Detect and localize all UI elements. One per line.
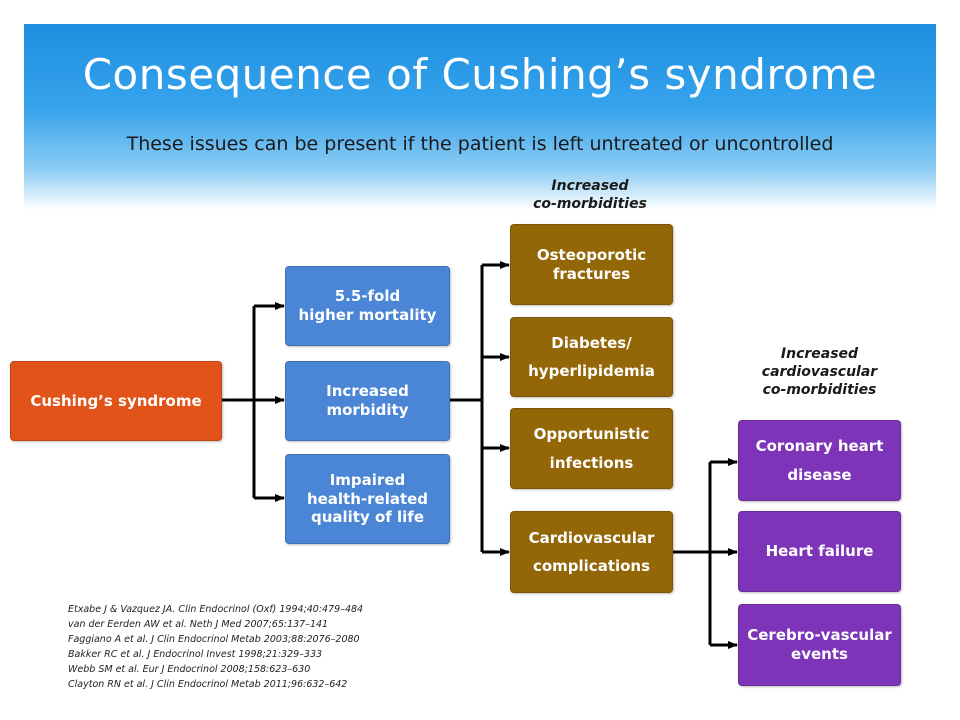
references-list: Etxabe J & Vazquez JA. Clin Endocrinol (…: [68, 602, 488, 692]
reference-item: Clayton RN et al. J Clin Endocrinol Meta…: [68, 679, 348, 690]
node-coronary-heart-disease: Coronary heart disease: [738, 420, 901, 501]
reference-item: Etxabe J & Vazquez JA. Clin Endocrinol (…: [68, 604, 364, 615]
node-impaired-quality-of-life-label: Impaired health-related quality of life: [306, 470, 429, 527]
node-osteoporotic-fractures-label: Osteoporotic fractures: [536, 245, 647, 283]
node-cerebro-vascular-events: Cerebro-vascular events: [738, 604, 901, 686]
slide-subtitle: These issues can be present if the patie…: [126, 133, 834, 155]
label-increased-comorbidities: Increased co-morbidities: [533, 178, 647, 212]
node-cerebro-vascular-events-label: Cerebro-vascular events: [747, 626, 892, 663]
node-increased-morbidity: Increased morbidity: [285, 361, 450, 441]
node-higher-mortality: 5.5-fold higher mortality: [285, 266, 450, 346]
reference-item: van der Eerden AW et al. Neth J Med 2007…: [68, 619, 329, 630]
reference-item: Bakker RC et al. J Endocrinol Invest 199…: [68, 649, 323, 660]
node-cushings-syndrome: Cushing’s syndrome: [10, 361, 222, 441]
node-diabetes-hyperlipidemia: Diabetes/ hyperlipidemia: [510, 317, 673, 397]
node-cushings-syndrome-label: Cushing’s syndrome: [30, 391, 202, 410]
node-diabetes-hyperlipidemia-label: Diabetes/ hyperlipidemia: [528, 333, 655, 381]
reference-item: Faggiano A et al. J Clin Endocrinol Meta…: [68, 634, 360, 645]
node-higher-mortality-label: 5.5-fold higher mortality: [298, 287, 437, 324]
node-cardiovascular-complications-label: Cardiovascular complications: [528, 528, 655, 576]
node-opportunistic-infections-label: Opportunistic infections: [533, 425, 650, 472]
reference-item: Webb SM et al. Eur J Endocrinol 2008;158…: [68, 664, 311, 675]
label-increased-cardiovascular-comorbidities: Increased cardiovascular co-morbidities: [761, 346, 878, 399]
node-heart-failure: Heart failure: [738, 511, 901, 592]
node-coronary-heart-disease-label: Coronary heart disease: [755, 437, 884, 484]
node-heart-failure-label: Heart failure: [765, 542, 874, 561]
node-osteoporotic-fractures: Osteoporotic fractures: [510, 224, 673, 305]
node-cardiovascular-complications: Cardiovascular complications: [510, 511, 673, 593]
node-opportunistic-infections: Opportunistic infections: [510, 408, 673, 489]
header-banner: [24, 24, 936, 210]
slide-title: Consequence of Cushing’s syndrome: [82, 50, 878, 99]
node-increased-morbidity-label: Increased morbidity: [326, 382, 409, 419]
node-impaired-quality-of-life: Impaired health-related quality of life: [285, 454, 450, 544]
